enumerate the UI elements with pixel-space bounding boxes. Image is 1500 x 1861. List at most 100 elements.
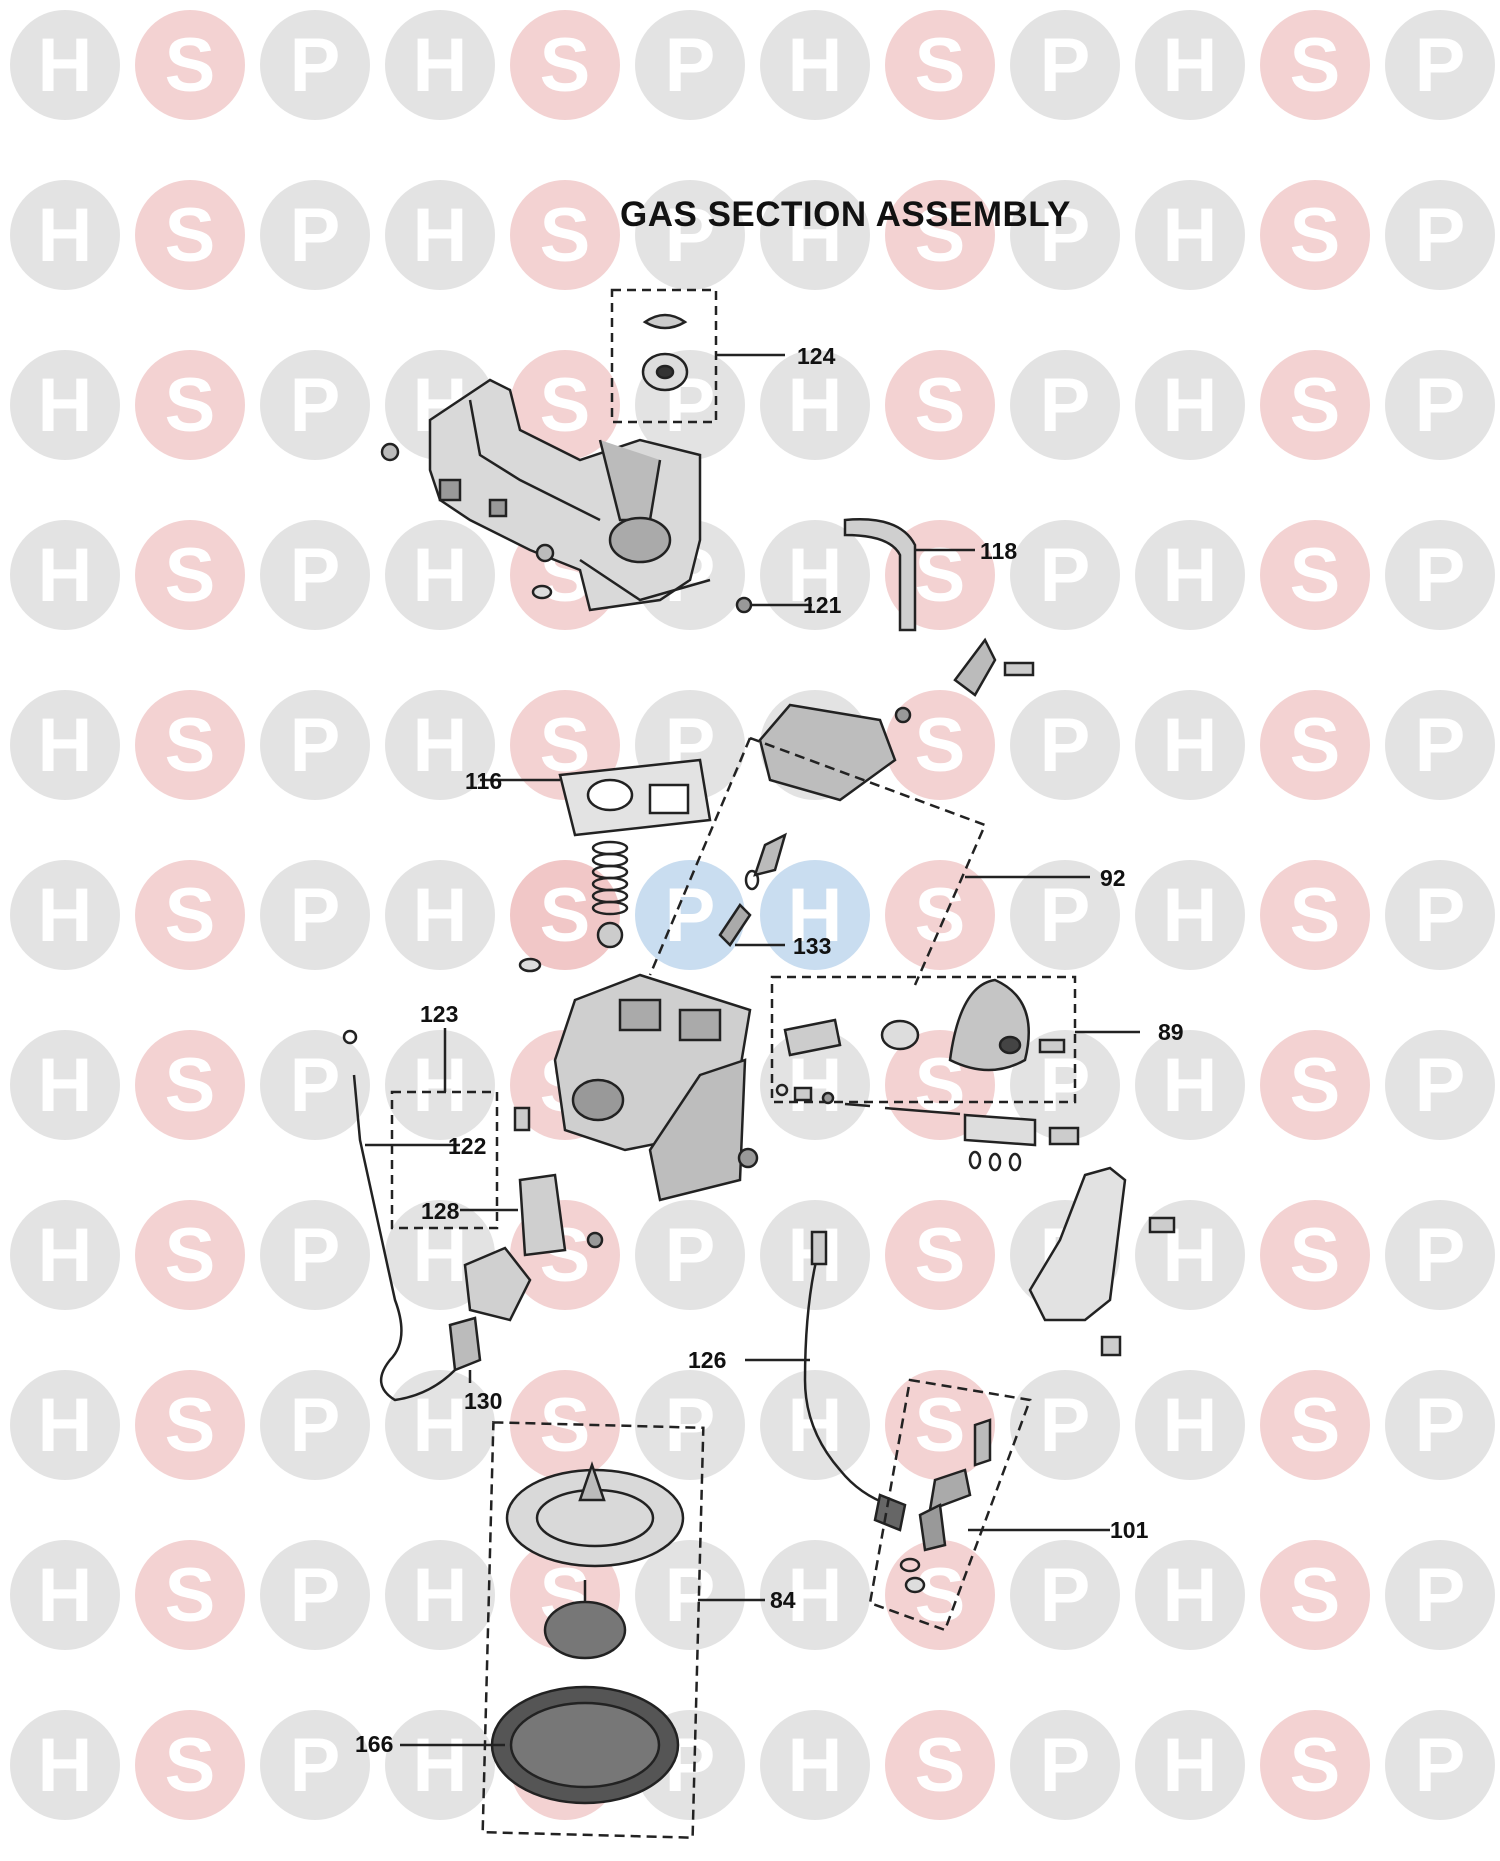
watermark-letter: S [1290,363,1341,448]
watermark-circle [135,1200,245,1310]
right-bracket [1028,1166,1127,1322]
watermark-letter: H [788,1383,843,1468]
watermark-circle [885,10,995,120]
part-128-cartridge [518,1173,567,1257]
watermark-letter: P [290,703,341,788]
watermark-letter: P [290,1723,341,1808]
callout-124[interactable]: 124 [797,343,836,369]
watermark-circle [385,520,495,630]
watermark-circle [1260,1710,1370,1820]
watermark-letter: H [413,23,468,108]
watermark-letter: S [540,23,591,108]
watermark-circle [1260,350,1370,460]
watermark-letter: H [38,193,93,278]
watermark-circle [385,1030,495,1140]
watermark-circle [135,180,245,290]
watermark-letter: H [1163,1043,1218,1128]
watermark-letter: H [38,703,93,788]
watermark-circle [1010,1370,1120,1480]
watermark-circle [1010,1540,1120,1650]
watermark-circle [135,520,245,630]
callout-130[interactable]: 130 [464,1388,503,1414]
watermark-circle [135,860,245,970]
watermark-circle [885,690,995,800]
watermark-circle [1135,690,1245,800]
watermark-letter: H [1163,703,1218,788]
watermark-circle [1260,520,1370,630]
watermark-circle [760,860,870,970]
watermark-circle [1135,1710,1245,1820]
callout-133[interactable]: 133 [793,933,832,959]
watermark-circle [760,1710,870,1820]
watermark-letter: S [915,703,966,788]
watermark-circle [260,1540,370,1650]
watermark-circle [10,180,120,290]
watermark-circle [10,860,120,970]
watermark-letter: H [413,1383,468,1468]
watermark-letter: S [165,23,216,108]
watermark-letter: H [38,363,93,448]
watermark-letter: H [38,873,93,958]
watermark-letter: P [665,1553,716,1638]
watermark-circle [260,520,370,630]
watermark-circle [135,350,245,460]
watermark-circle [260,350,370,460]
watermark-circle [1010,350,1120,460]
part-116-gasket [558,758,712,837]
callout-122[interactable]: 122 [448,1133,487,1159]
watermark-circle [510,10,620,120]
watermark-circle [135,1030,245,1140]
watermark-circle [635,1370,745,1480]
watermark-circle [1135,860,1245,970]
callout-166[interactable]: 166 [355,1731,394,1757]
watermark-circle [885,1200,995,1310]
watermark-circle [260,1370,370,1480]
watermark-letter: P [1415,193,1466,278]
watermark-circle [760,10,870,120]
watermark-circle [885,1540,995,1650]
watermark-letter: P [1040,1043,1091,1128]
watermark-letter: S [915,1213,966,1298]
part-101-group-box [868,1378,1032,1632]
watermark-circle [1010,690,1120,800]
callout-89[interactable]: 89 [1158,1019,1184,1045]
watermark-circle [385,10,495,120]
watermark-circle [1385,1710,1495,1820]
watermark-circle [1135,1030,1245,1140]
callout-121[interactable]: 121 [803,592,842,618]
watermark-circle [885,860,995,970]
watermark-circle [885,1370,995,1480]
watermark-circle [760,1030,870,1140]
part-92-plate [758,703,897,802]
callout-128[interactable]: 128 [421,1198,460,1224]
watermark-letter: S [1290,193,1341,278]
watermark-letter: S [540,363,591,448]
part-126-thermocouple [803,1244,891,1507]
callout-92[interactable]: 92 [1100,865,1126,891]
watermark-letter: H [38,1383,93,1468]
watermark-letter: P [665,1213,716,1298]
watermark-letter: P [290,873,341,958]
watermark-letter: H [413,1723,468,1808]
watermark-letter: P [1415,703,1466,788]
callout-101[interactable]: 101 [1110,1517,1149,1543]
callout-123[interactable]: 123 [420,1001,459,1027]
watermark-circle [885,1710,995,1820]
watermark-letter: P [290,1213,341,1298]
watermark-circle [10,10,120,120]
callout-116[interactable]: 116 [465,768,503,794]
watermark-circle [135,1370,245,1480]
watermark-letter: P [1040,1553,1091,1638]
watermark-circle [760,520,870,630]
watermark-circle [135,10,245,120]
watermark-circle [885,180,995,290]
watermark-letter: H [788,193,843,278]
watermark-circle [385,1370,495,1480]
watermark-letter: S [1290,23,1341,108]
watermark-circle [760,1540,870,1650]
callout-84[interactable]: 84 [770,1587,796,1613]
watermark-circle [260,10,370,120]
watermark-circle [260,860,370,970]
callout-126[interactable]: 126 [688,1347,727,1373]
callout-118[interactable]: 118 [980,538,1018,564]
